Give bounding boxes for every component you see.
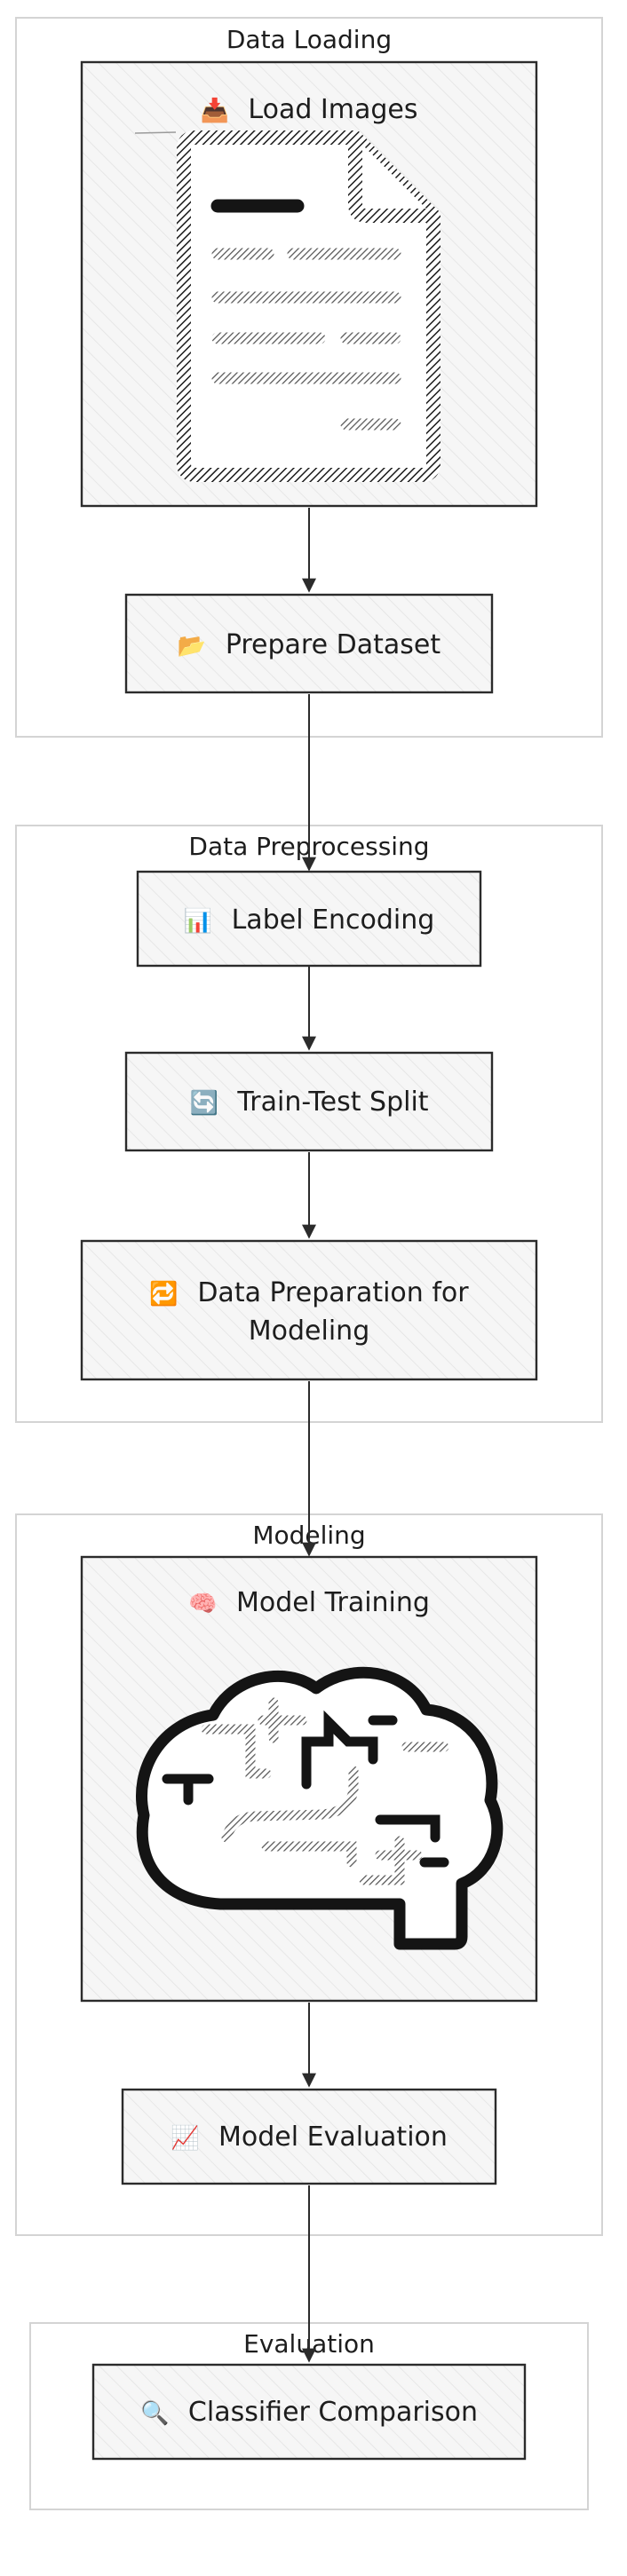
- node-label: Classifier Comparison: [188, 2397, 478, 2428]
- node-label: Prepare Dataset: [226, 629, 441, 660]
- brain-icon: [136, 1666, 504, 1950]
- chart-increasing-icon: 📈: [171, 2124, 199, 2152]
- repeat-icon: 🔁: [149, 1280, 178, 1308]
- node-data-preparation[interactable]: 🔁 Data Preparation for Modeling: [80, 1239, 538, 1381]
- magnifier-icon: 🔍: [140, 2398, 169, 2427]
- node-label: Model Training: [236, 1587, 430, 1618]
- svg-text:🔁 Data Preparation for: 🔁 Data Preparation for: [149, 1277, 469, 1308]
- decorative-line: [134, 131, 177, 134]
- svg-text:🔍 Classifier Comparison: 🔍 Classifier Comparison: [140, 2397, 478, 2428]
- node-train-test-split[interactable]: 🔄 Train-Test Split: [124, 1051, 494, 1152]
- node-label: Train-Test Split: [236, 1087, 428, 1118]
- document-icon: [177, 130, 440, 482]
- node-model-training[interactable]: 🧠 Model Training: [80, 1555, 538, 2003]
- node-label-encoding[interactable]: 📊 Label Encoding: [136, 870, 482, 968]
- svg-text:🧠 Model Training: 🧠 Model Training: [188, 1587, 430, 1618]
- node-label-line2: Modeling: [249, 1316, 369, 1347]
- node-label: Load Images: [248, 94, 417, 125]
- node-load-images[interactable]: 📥 Load Images: [80, 60, 538, 508]
- node-prepare-dataset[interactable]: 📂 Prepare Dataset: [124, 593, 494, 694]
- node-label: Label Encoding: [232, 905, 435, 936]
- folder-icon: 📂: [178, 633, 206, 660]
- svg-text:📊 Label Encoding: 📊 Label Encoding: [184, 905, 435, 936]
- inbox-tray-icon: 📥: [200, 97, 228, 124]
- node-label: Model Evaluation: [218, 2122, 448, 2153]
- node-model-evaluation[interactable]: 📈 Model Evaluation: [121, 2088, 497, 2185]
- node-classifier-comparison[interactable]: 🔍 Classifier Comparison: [91, 2363, 527, 2461]
- refresh-icon: 🔄: [189, 1089, 218, 1117]
- node-label-line1: Data Preparation for: [197, 1277, 469, 1308]
- svg-text:📈 Model Evaluation: 📈 Model Evaluation: [171, 2122, 448, 2153]
- bar-chart-icon: 📊: [184, 907, 212, 935]
- group-title: Data Loading: [226, 25, 392, 54]
- svg-text:🔄 Train-Test Split: 🔄 Train-Test Split: [189, 1087, 428, 1118]
- svg-text:📥 Load Images: 📥 Load Images: [200, 94, 417, 125]
- svg-text:📂 Prepare Dataset: 📂 Prepare Dataset: [178, 629, 440, 660]
- brain-emoji-icon: 🧠: [188, 1591, 217, 1617]
